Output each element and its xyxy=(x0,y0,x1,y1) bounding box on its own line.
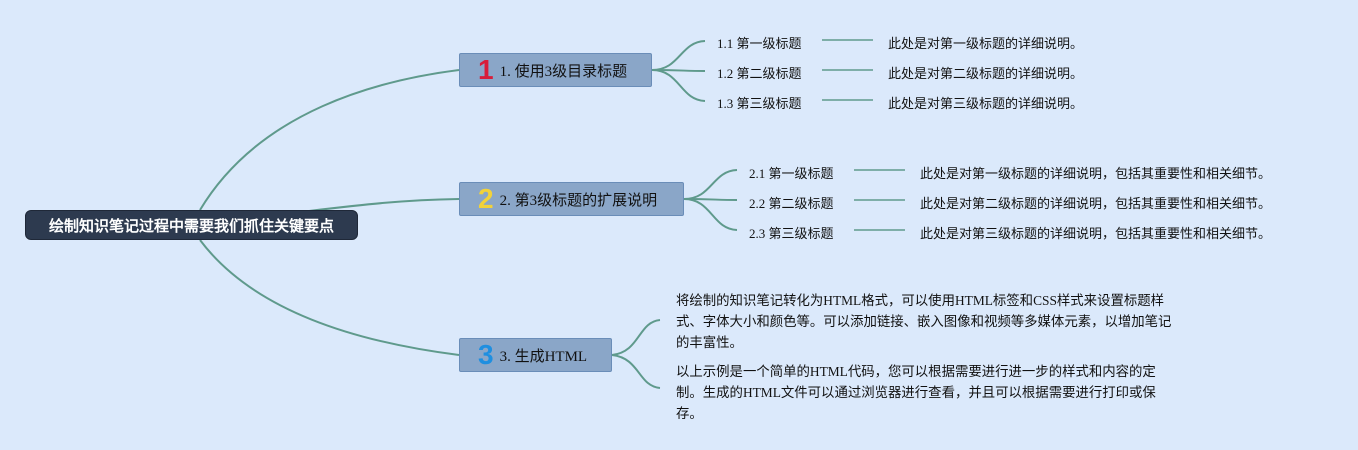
branch-3-paragraph-2: 以上示例是一个简单的HTML代码，您可以根据需要进行进一步的样式和内容的定制。生… xyxy=(676,364,1156,421)
leaf-1-1-desc: 此处是对第一级标题的详细说明。 xyxy=(888,36,1084,51)
root-node[interactable]: 绘制知识笔记过程中需要我们抓住关键要点 xyxy=(25,210,358,240)
link-root-branch-1 xyxy=(199,69,460,211)
branch-node-1[interactable]: 1 1. 使用3级目录标题 xyxy=(459,53,652,87)
leaf-2-3-title[interactable]: 2.3 第三级标题 xyxy=(749,226,834,241)
branch-1-number-icon: 1 xyxy=(478,54,494,85)
leaf-1-3-title[interactable]: 1.3 第三级标题 xyxy=(717,96,802,111)
link-root-branch-2 xyxy=(299,198,460,213)
branch-2-label: 2. 第3级标题的扩展说明 xyxy=(499,192,658,209)
leaf-2-1-desc: 此处是对第一级标题的详细说明，包括其重要性和相关细节。 xyxy=(920,166,1272,181)
link-b2-leaf-1 xyxy=(683,169,738,200)
root-label: 绘制知识笔记过程中需要我们抓住关键要点 xyxy=(48,217,334,235)
leaf-2-2-desc: 此处是对第二级标题的详细说明，包括其重要性和相关细节。 xyxy=(920,196,1272,211)
link-b1-leaf-3 xyxy=(651,69,706,102)
branch-1-label: 1. 使用3级目录标题 xyxy=(499,63,628,80)
link-b3-para-1 xyxy=(611,319,661,356)
leaf-1-1-title[interactable]: 1.1 第一级标题 xyxy=(717,36,802,51)
branch-3-label: 3. 生成HTML xyxy=(499,348,588,365)
leaf-2-2-title[interactable]: 2.2 第二级标题 xyxy=(749,196,834,211)
branch-3-number-icon: 3 xyxy=(478,339,494,370)
leaf-1-3-desc: 此处是对第三级标题的详细说明。 xyxy=(888,96,1084,111)
leaf-2-3-desc: 此处是对第三级标题的详细说明，包括其重要性和相关细节。 xyxy=(920,226,1272,241)
branch-node-2[interactable]: 2 2. 第3级标题的扩展说明 xyxy=(459,182,684,216)
leaf-2-1-title[interactable]: 2.1 第一级标题 xyxy=(749,166,834,181)
branch-2-number-icon: 2 xyxy=(478,183,494,214)
leaf-1-2-title[interactable]: 1.2 第二级标题 xyxy=(717,66,802,81)
link-b2-leaf-3 xyxy=(683,198,738,231)
branch-node-3[interactable]: 3 3. 生成HTML xyxy=(459,338,612,372)
link-root-branch-3 xyxy=(199,239,460,356)
link-b1-leaf-1 xyxy=(651,40,706,71)
branch-3-paragraph-1: 将绘制的知识笔记转化为HTML格式，可以使用HTML标签和CSS样式来设置标题样… xyxy=(676,293,1172,350)
link-b3-para-2 xyxy=(611,354,661,389)
leaf-1-2-desc: 此处是对第二级标题的详细说明。 xyxy=(888,66,1084,81)
